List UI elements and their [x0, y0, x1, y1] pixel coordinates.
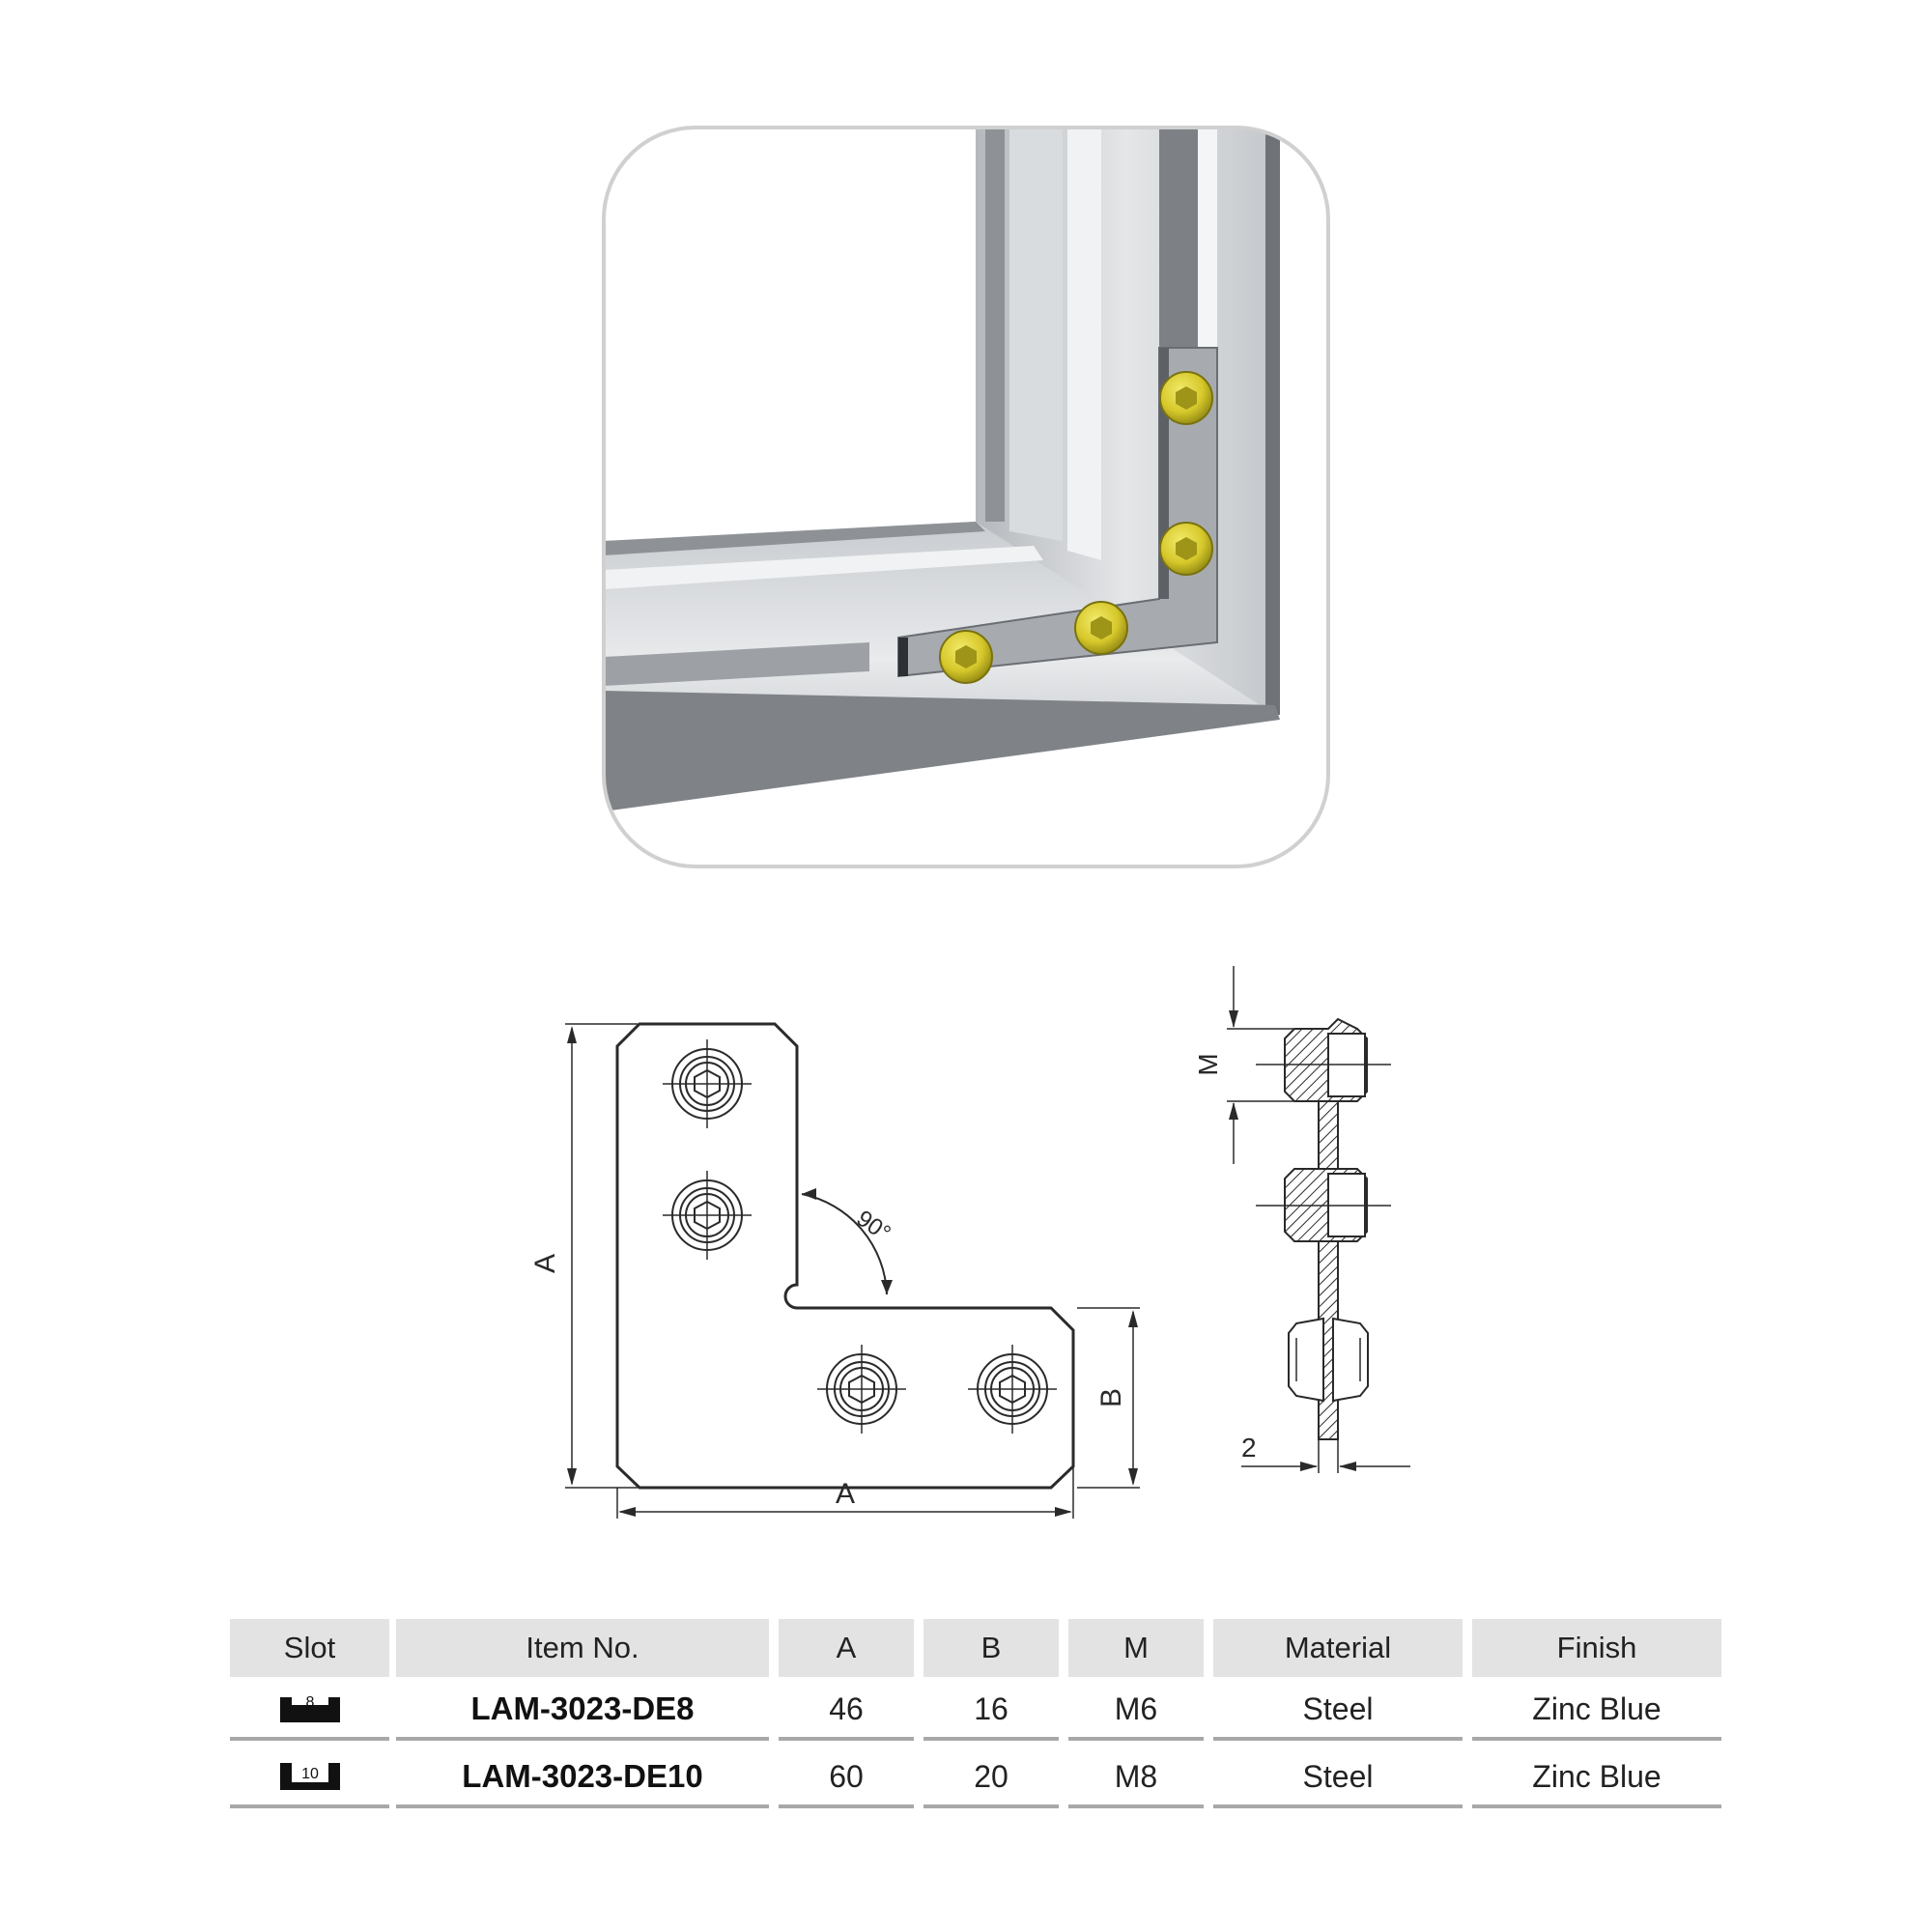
table-row-slot-cell: 8 — [230, 1681, 389, 1741]
header-material: Material — [1213, 1619, 1463, 1677]
bracket-screw — [1159, 522, 1213, 576]
table-row-slot-cell: 10 — [230, 1748, 389, 1808]
t-slot-icon: 10 — [279, 1763, 340, 1790]
header-item-no: Item No. — [396, 1619, 769, 1677]
table-row-finish: Zinc Blue — [1472, 1681, 1721, 1741]
dimension-m-label: M — [1193, 1053, 1223, 1075]
bracket-screw — [939, 630, 993, 684]
table-row-item-no: LAM-3023-DE8 — [396, 1681, 769, 1741]
svg-text:8: 8 — [305, 1694, 314, 1711]
table-row-m: M8 — [1068, 1748, 1204, 1808]
table-row-b: 16 — [923, 1681, 1059, 1741]
angle-label: 90° — [852, 1206, 895, 1247]
table-row-finish: Zinc Blue — [1472, 1748, 1721, 1808]
table-row-a: 60 — [779, 1748, 914, 1808]
header-m: M — [1068, 1619, 1204, 1677]
svg-text:10: 10 — [301, 1766, 319, 1782]
header-slot: Slot — [230, 1619, 389, 1677]
bracket-side-section-drawing: M 2 — [1193, 966, 1410, 1473]
bracket-screw — [1074, 601, 1128, 655]
table-row-material: Steel — [1213, 1681, 1463, 1741]
table-row-m: M6 — [1068, 1681, 1204, 1741]
table-row-item-no: LAM-3023-DE10 — [396, 1748, 769, 1808]
t-slot-icon: 8 — [279, 1694, 340, 1722]
header-finish: Finish — [1472, 1619, 1721, 1677]
table-row-material: Steel — [1213, 1748, 1463, 1808]
header-a: A — [779, 1619, 914, 1677]
dimension-a-vertical-label: A — [529, 1254, 561, 1273]
header-b: B — [923, 1619, 1059, 1677]
bracket-screw — [1159, 371, 1213, 425]
dimension-thickness-label: 2 — [1241, 1433, 1257, 1463]
bracket-front-view-drawing: 90° A A B — [529, 1022, 1140, 1519]
table-row-a: 46 — [779, 1681, 914, 1741]
dimension-b-label: B — [1095, 1388, 1127, 1407]
dimension-a-horizontal-label: A — [836, 1478, 855, 1510]
table-row-b: 20 — [923, 1748, 1059, 1808]
corner-bracket-assembly-illustration — [602, 126, 1330, 868]
